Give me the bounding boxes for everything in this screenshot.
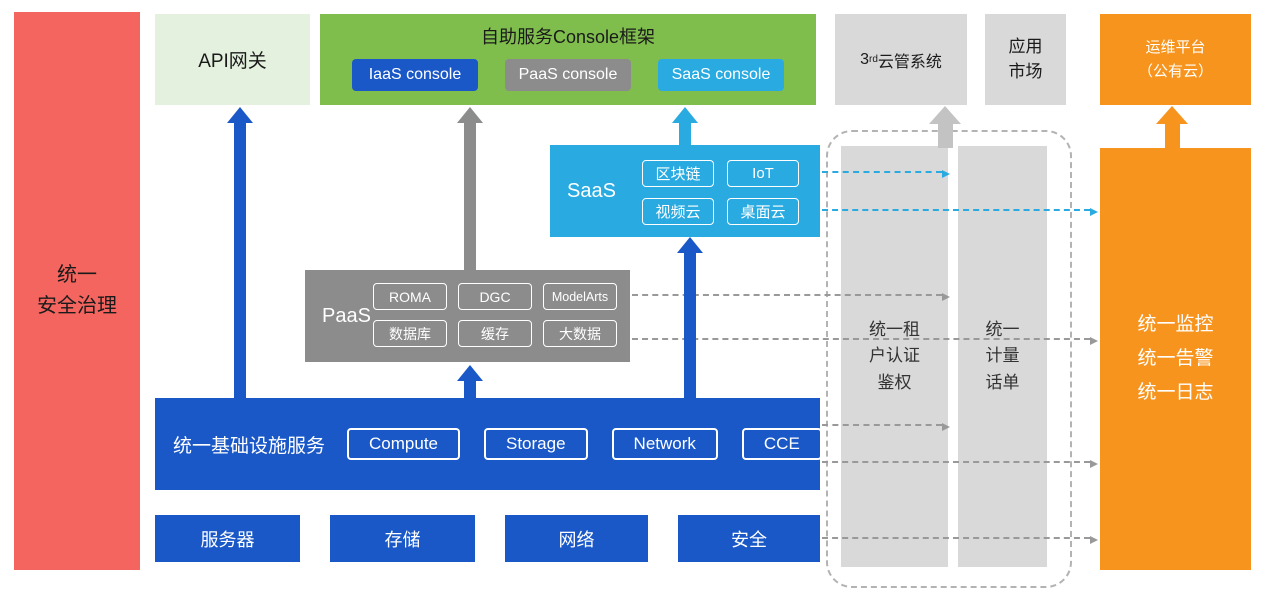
arrow-paas-to-console xyxy=(457,107,483,270)
line-saas-to-metering xyxy=(822,170,950,178)
iaas-console-button: IaaS console xyxy=(352,59,478,91)
service-desktop-cloud: 桌面云 xyxy=(727,198,799,225)
line-arrowhead xyxy=(1090,536,1098,544)
saas-services-grid: 区块链 IoT 视频云 桌面云 xyxy=(642,160,799,225)
arrow-iaas-to-paas xyxy=(457,365,483,398)
iaas-label: 统一基础设施服务 xyxy=(173,435,326,457)
line-saas-to-monitoring xyxy=(822,208,1098,216)
resource-server-box: 服务器 xyxy=(155,515,300,562)
arrow-to-third-party-cloud xyxy=(929,106,961,148)
arrow-shaft xyxy=(937,124,953,148)
arrow-saas-to-console xyxy=(672,107,698,145)
service-dgc: DGC xyxy=(458,283,532,310)
arrow-head xyxy=(457,365,483,381)
api-gateway-box: API网关 xyxy=(155,14,310,105)
service-video-cloud: 视频云 xyxy=(642,198,714,225)
arrow-monitoring-to-ops-platform xyxy=(1156,106,1188,148)
paas-console-button: PaaS console xyxy=(505,59,631,91)
service-blockchain: 区块链 xyxy=(642,160,714,187)
arrow-shaft xyxy=(1164,124,1180,148)
resource-security-box: 安全 xyxy=(678,515,820,562)
metering-bar: 统一 计量 话单 xyxy=(958,146,1047,567)
service-compute: Compute xyxy=(347,428,460,460)
service-storage: Storage xyxy=(484,428,588,460)
monitoring-alarm-log-bar: 统一监控 统一告警 统一日志 xyxy=(1100,148,1251,570)
arrow-head xyxy=(227,107,253,123)
ops-platform-box: 运维平台 （公有云） xyxy=(1100,14,1251,105)
iaas-services-row: Compute Storage Network CCE xyxy=(347,428,822,460)
arrow-iaas-to-saas xyxy=(677,237,703,398)
unified-security-governance-bar: 统一 安全治理 xyxy=(14,12,140,570)
saas-console-button: SaaS console xyxy=(658,59,784,91)
line-arrowhead xyxy=(942,423,950,431)
console-framework-box: 自助服务Console框架 IaaS console PaaS console … xyxy=(320,14,816,105)
service-modelarts: ModelArts xyxy=(543,283,617,310)
arrow-head xyxy=(929,106,961,124)
service-cache: 缓存 xyxy=(458,320,532,347)
line-arrowhead xyxy=(942,293,950,301)
line-arrowhead xyxy=(1090,460,1098,468)
arrow-shaft xyxy=(464,381,476,398)
resource-network-box: 网络 xyxy=(505,515,648,562)
arrow-head xyxy=(677,237,703,253)
third-party-superscript: rd xyxy=(868,54,878,65)
third-party-prefix: 3 xyxy=(860,50,869,68)
console-framework-title: 自助服务Console框架 xyxy=(480,27,656,47)
third-party-suffix: 云管系统 xyxy=(877,53,942,71)
iaas-layer-box: 统一基础设施服务 Compute Storage Network CCE xyxy=(155,398,822,490)
app-market-box: 应用 市场 xyxy=(985,14,1066,105)
line-paas-to-monitoring xyxy=(632,337,1098,345)
saas-layer-box: SaaS 区块链 IoT 视频云 桌面云 xyxy=(550,145,820,237)
line-arrowhead xyxy=(1090,208,1098,216)
service-iot: IoT xyxy=(727,160,799,187)
arrow-head xyxy=(1156,106,1188,124)
arrow-shaft xyxy=(679,123,691,145)
paas-services-grid: ROMA DGC ModelArts 数据库 缓存 大数据 xyxy=(373,283,617,347)
resource-storage-box: 存储 xyxy=(330,515,475,562)
console-buttons-row: IaaS console PaaS console SaaS console xyxy=(352,59,784,91)
line-arrowhead xyxy=(1090,337,1098,345)
arrow-head xyxy=(457,107,483,123)
service-database: 数据库 xyxy=(373,320,447,347)
arrow-head xyxy=(672,107,698,123)
paas-label: PaaS xyxy=(322,304,371,327)
service-network: Network xyxy=(611,428,718,460)
service-cce: CCE xyxy=(741,428,822,460)
arrow-shaft xyxy=(684,253,696,398)
service-roma: ROMA xyxy=(373,283,447,310)
arrow-shaft xyxy=(234,123,246,398)
line-arrowhead xyxy=(942,170,950,178)
arrow-iaas-to-api-gateway xyxy=(227,107,253,398)
line-security-to-monitoring xyxy=(822,536,1098,544)
line-iaas-to-monitoring xyxy=(822,460,1098,468)
saas-label: SaaS xyxy=(567,179,616,202)
line-paas-to-metering xyxy=(632,293,950,301)
service-bigdata: 大数据 xyxy=(543,320,617,347)
line-iaas-to-metering xyxy=(822,423,950,431)
tenant-auth-bar: 统一租 户认证 鉴权 xyxy=(841,146,948,567)
arrow-shaft xyxy=(464,123,476,270)
paas-layer-box: PaaS ROMA DGC ModelArts 数据库 缓存 大数据 xyxy=(305,270,630,362)
